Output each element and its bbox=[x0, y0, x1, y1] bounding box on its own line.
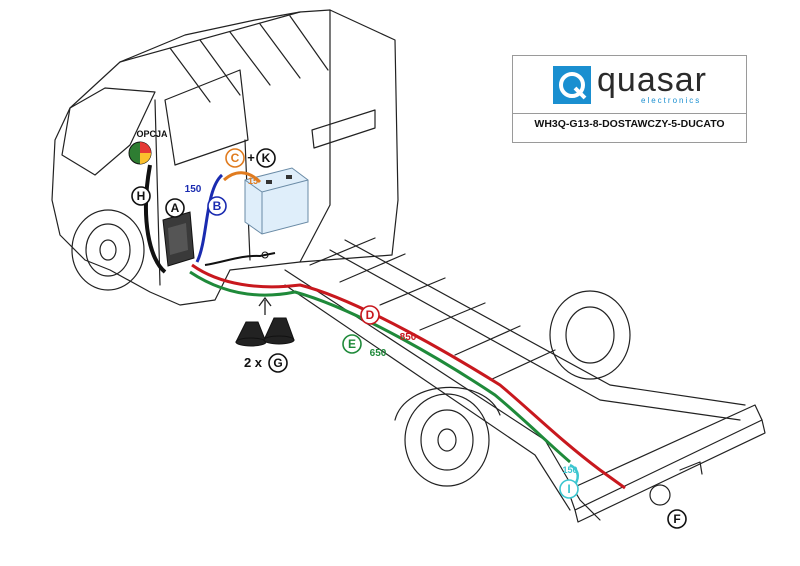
side-window bbox=[164, 69, 249, 166]
brand-tagline: electronics bbox=[641, 96, 702, 105]
marker-c bbox=[225, 148, 245, 168]
door-line bbox=[154, 99, 161, 286]
label-c-length: 15 bbox=[248, 176, 258, 186]
brand-name: quasar bbox=[597, 61, 707, 99]
label-h: H bbox=[137, 189, 146, 203]
marker-i bbox=[559, 479, 579, 499]
label-k: K bbox=[262, 151, 271, 165]
option-label: OPCJA bbox=[136, 129, 168, 139]
marker-a bbox=[165, 198, 185, 218]
label-f: F bbox=[673, 512, 680, 526]
chassis-rail-right bbox=[329, 249, 741, 421]
label-i: I bbox=[567, 482, 570, 496]
marker-e bbox=[342, 334, 362, 354]
label-b-length: 150 bbox=[185, 184, 202, 195]
chassis-rail-right-inner bbox=[344, 239, 746, 406]
marker-d bbox=[360, 305, 380, 325]
label-a: A bbox=[171, 201, 180, 215]
label-e: E bbox=[348, 337, 356, 351]
socket-icon bbox=[128, 141, 152, 165]
control-module bbox=[162, 211, 195, 267]
red-wire bbox=[191, 263, 626, 490]
windshield bbox=[61, 87, 156, 176]
label-i-length: 150 bbox=[562, 465, 577, 475]
blue-wire bbox=[195, 173, 224, 263]
rear-right-wheel bbox=[549, 290, 631, 380]
front-left-wheel bbox=[71, 209, 145, 291]
cab-rear-edge bbox=[299, 9, 331, 263]
rear-bumper bbox=[567, 404, 763, 511]
label-plus: + bbox=[247, 150, 255, 165]
green-wire bbox=[189, 270, 571, 464]
tow-ball bbox=[649, 484, 671, 506]
chassis-rail-left-inner bbox=[284, 284, 571, 511]
label-b: B bbox=[213, 199, 222, 213]
label-d: D bbox=[366, 308, 375, 322]
brand-logo: quasar electronics bbox=[513, 56, 746, 114]
rear-left-wheel bbox=[404, 393, 490, 487]
label-e-length: 650 bbox=[370, 348, 387, 359]
label-c: C bbox=[231, 151, 240, 165]
marker-k bbox=[256, 148, 276, 168]
label-g: G bbox=[273, 356, 282, 370]
label-d-length: 850 bbox=[400, 332, 417, 343]
rear-window bbox=[311, 109, 376, 149]
marker-f bbox=[667, 509, 687, 529]
marker-h bbox=[131, 186, 151, 206]
marker-b bbox=[207, 196, 227, 216]
black-wire-battery bbox=[204, 252, 276, 266]
label-grommet-count: 2 x bbox=[244, 355, 263, 370]
quasar-mark-icon bbox=[553, 66, 591, 104]
model-code: WH3Q-G13-8-DOSTAWCZY-5-DUCATO bbox=[534, 118, 725, 130]
cab-roof-edge bbox=[119, 11, 301, 63]
orange-wire bbox=[222, 171, 262, 184]
marker-g bbox=[268, 353, 288, 373]
grommet-icon bbox=[235, 317, 295, 347]
brand-logo-box: quasar electronics WH3Q-G13-8-DOSTAWCZY-… bbox=[512, 55, 747, 143]
black-wire bbox=[143, 164, 167, 274]
chassis-rail-left bbox=[284, 269, 601, 521]
battery-icon bbox=[244, 167, 309, 235]
